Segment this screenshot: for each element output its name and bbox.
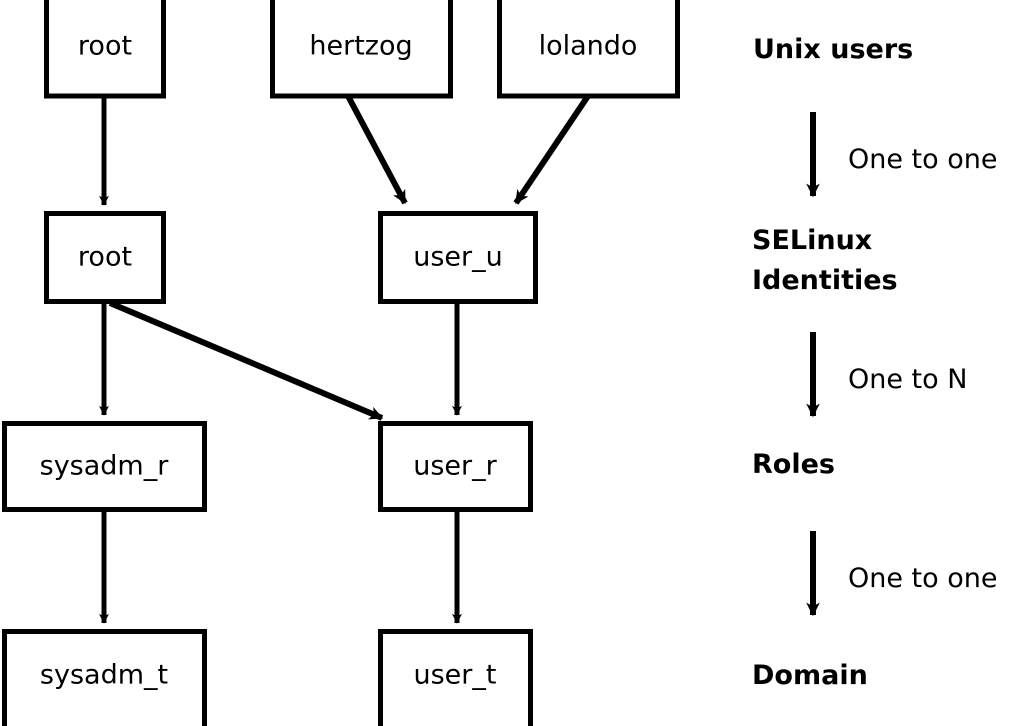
legend-relation-one-to-one-2: One to one bbox=[848, 563, 998, 594]
node-identity-root[interactable]: root bbox=[44, 211, 166, 304]
legend-relation-one-to-one-1: One to one bbox=[848, 144, 998, 175]
node-box bbox=[378, 629, 533, 726]
node-role-sysadm-r[interactable]: sysadm_r bbox=[2, 421, 207, 512]
edge-lolando-to-user-u bbox=[513, 94, 591, 205]
node-box bbox=[2, 629, 207, 726]
node-label: root bbox=[78, 31, 132, 62]
edge-hertzog-to-user-u bbox=[345, 94, 408, 205]
node-label: user_u bbox=[413, 242, 503, 273]
node-box bbox=[44, 0, 166, 99]
node-label: hertzog bbox=[309, 31, 412, 62]
node-box bbox=[2, 421, 207, 512]
legend-relation-one-to-n: One to N bbox=[848, 364, 967, 395]
legend-heading-identities: Identities bbox=[752, 265, 898, 296]
node-box bbox=[497, 0, 680, 99]
node-box bbox=[44, 211, 166, 304]
legend-heading-domain: Domain bbox=[752, 660, 868, 691]
legend-heading-selinux: SELinux bbox=[752, 225, 872, 256]
legend-column: Unix users One to one SELinux Identities… bbox=[752, 34, 998, 691]
node-domain-sysadm-t[interactable]: sysadm_t bbox=[2, 629, 207, 726]
legend-heading-unix-users: Unix users bbox=[753, 34, 913, 65]
node-label: user_t bbox=[414, 660, 497, 691]
node-label: sysadm_r bbox=[40, 451, 170, 482]
node-unix-lolando[interactable]: lolando bbox=[497, 0, 680, 99]
node-box bbox=[270, 0, 453, 99]
node-label: sysadm_t bbox=[40, 660, 168, 691]
node-role-user-r[interactable]: user_r bbox=[378, 421, 533, 512]
node-label: user_r bbox=[413, 451, 497, 482]
legend-heading-roles: Roles bbox=[752, 449, 835, 480]
node-unix-hertzog[interactable]: hertzog bbox=[270, 0, 453, 99]
node-label: lolando bbox=[539, 31, 638, 62]
node-box bbox=[378, 421, 533, 512]
node-domain-user-t[interactable]: user_t bbox=[378, 629, 533, 726]
edge-group bbox=[99, 94, 591, 624]
edge-ident-root-to-user-r bbox=[108, 300, 384, 421]
node-unix-root[interactable]: root bbox=[44, 0, 166, 99]
node-label: root bbox=[78, 242, 132, 273]
node-box bbox=[378, 211, 538, 304]
node-identity-user-u[interactable]: user_u bbox=[378, 211, 538, 304]
